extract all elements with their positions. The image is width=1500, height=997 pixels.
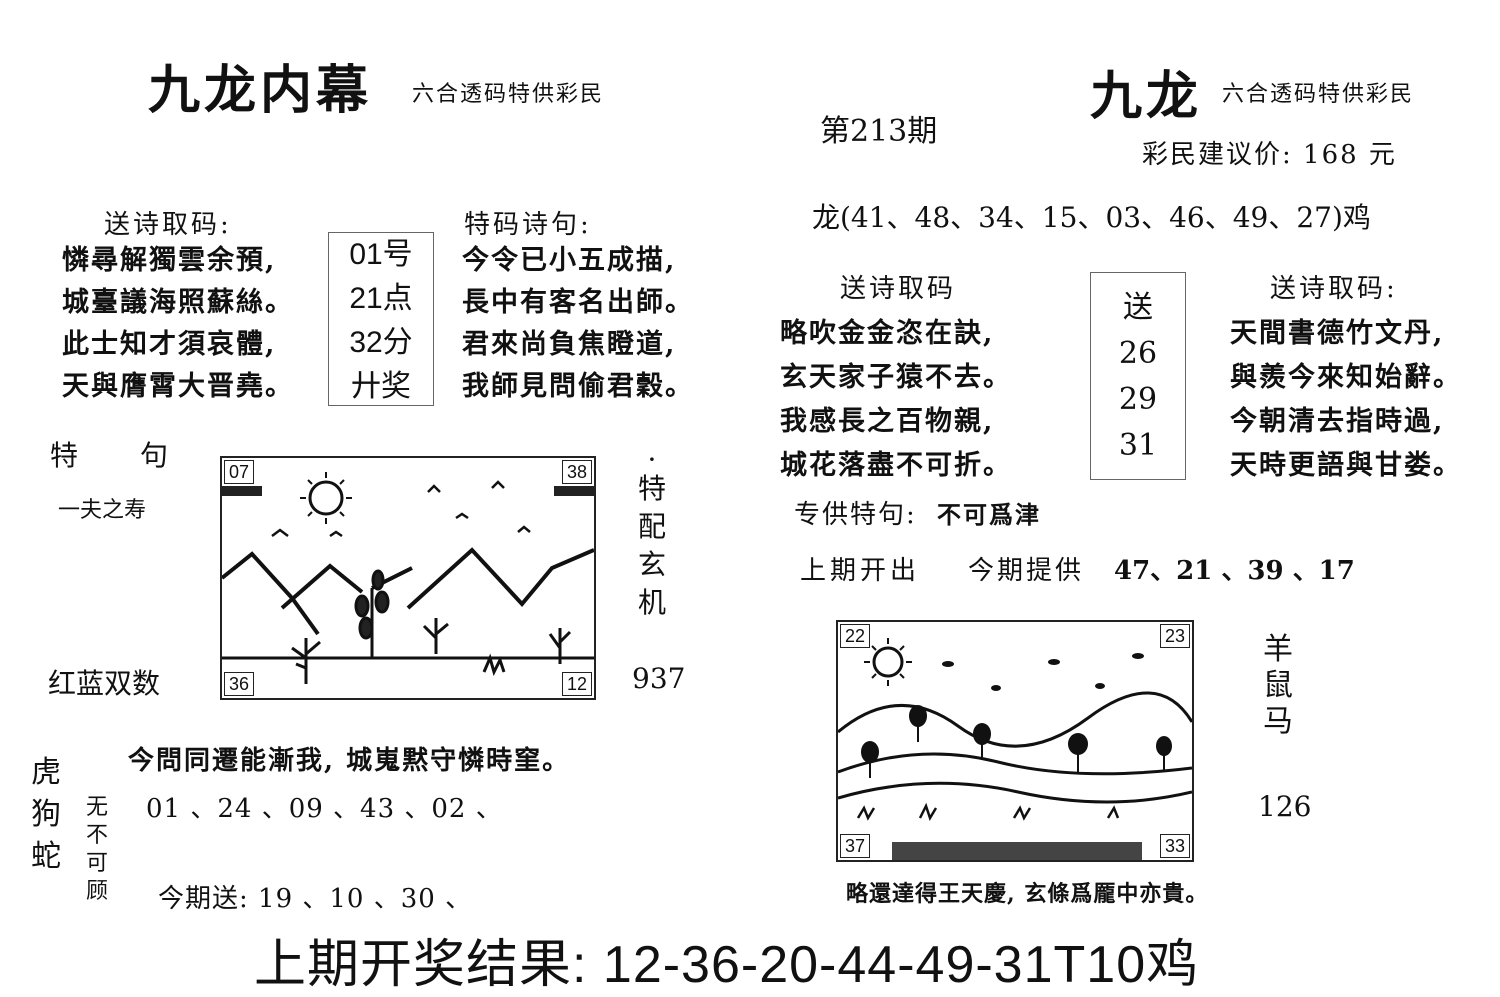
- picture-corner-number: 22: [840, 624, 871, 648]
- no-care-char: 顾: [85, 879, 108, 904]
- red-blue-label: 红蓝双数: [48, 668, 161, 699]
- right-this-issue-numbers: 47、21 、39 、17: [1114, 556, 1355, 586]
- landscape-illustration: [837, 638, 1194, 860]
- side-char: 特: [637, 472, 666, 505]
- right-side-number: 126: [1258, 790, 1312, 823]
- price-text: 彩民建议价: 168 元: [1142, 140, 1397, 170]
- left-poem: 憐尋解獨雲余預, 城臺議海照蘇絲。 此士知才須哀體, 天與膺霄大晋堯。: [62, 240, 294, 408]
- last-issue-label: 上期开出: [800, 556, 921, 586]
- send-box-line: 31: [1118, 428, 1158, 463]
- zodiac-char: 蛇: [31, 839, 61, 874]
- side-char: 配: [637, 510, 666, 543]
- zodiac-char: 鼠: [1263, 668, 1293, 703]
- te-ju-text: 一夫之寿: [58, 498, 147, 523]
- special-poem-line: 今令已小五成描,: [462, 245, 677, 276]
- right-this-issue-label: 今期提供: [968, 556, 1085, 586]
- no-care-char: 无: [85, 795, 108, 820]
- right-picture: 22 23 37 33: [836, 620, 1194, 862]
- right-zodiac-vertical: 羊 鼠 马: [1258, 632, 1298, 740]
- no-care-vertical: 无 不 可 顾: [82, 794, 112, 906]
- right-special: 专供特句: 不可爲津: [794, 494, 1041, 531]
- this-issue-label: 今期送:: [158, 884, 249, 914]
- right-special-label: 专供特句:: [794, 500, 917, 530]
- draw-box-line: 21点: [349, 282, 413, 315]
- picture-corner-number: 07: [224, 460, 255, 484]
- right-poem-a: 略吹金金恣在訣, 玄天家子猿不去。 我感長之百物親, 城花落盡不可折。: [780, 312, 1012, 488]
- last-result: 上期开奖结果: 12-36-20-44-49-31T10鸡: [254, 936, 1200, 994]
- side-char: 玄: [637, 548, 666, 581]
- right-subtitle: 六合透码特供彩民: [1222, 82, 1415, 107]
- right-poem-a-line: 城花落盡不可折。: [780, 450, 1012, 481]
- right-poem-b-line: 天間書德竹文丹,: [1230, 318, 1445, 349]
- draw-box-line: 32分: [349, 326, 413, 359]
- zodiac-vertical: 虎 狗 蛇: [28, 752, 64, 878]
- right-poem-label-a: 送诗取码: [840, 274, 957, 304]
- zodiac-char: 马: [1263, 704, 1293, 739]
- zodiac-char: 狗: [31, 797, 61, 832]
- te-ju-label: 特 句: [50, 439, 171, 472]
- dragon-line: 龙(41、48、34、15、03、46、49、27)鸡: [812, 201, 1371, 234]
- special-poem-line: 我師見問偷君穀。: [462, 371, 694, 402]
- left-subtitle: 六合透码特供彩民: [412, 82, 605, 107]
- side-char: ·: [647, 443, 657, 476]
- picture-corner-number: 23: [1159, 624, 1190, 648]
- draw-box-line: 01号: [349, 238, 413, 271]
- left-picture: 07 38 36 12: [220, 456, 596, 700]
- right-poem-a-line: 略吹金金恣在訣,: [780, 318, 995, 349]
- send-box-line: 29: [1118, 382, 1158, 417]
- no-care-char: 不: [85, 823, 108, 848]
- left-poem-label: 送诗取码:: [104, 210, 232, 240]
- side-char: 机: [637, 586, 666, 619]
- send-box-line: 26: [1118, 336, 1158, 371]
- right-special-text: 不可爲津: [937, 500, 1042, 529]
- right-poem-a-line: 玄天家子猿不去。: [780, 362, 1012, 393]
- right-poem-label-b: 送诗取码:: [1270, 274, 1398, 304]
- left-side-number: 937: [632, 662, 686, 695]
- right-poem-b-line: 與羨今來知始辭。: [1230, 362, 1462, 393]
- right-poem-b-line: 天時更語與甘娄。: [1230, 450, 1462, 481]
- issue-number: 第213期: [820, 114, 938, 149]
- picture-corner-number: 33: [1159, 834, 1190, 858]
- left-side-vertical: · 特 配 玄 机: [632, 443, 672, 622]
- right-poem-b: 天間書德竹文丹, 與羨今來知始辭。 今朝清去指時過, 天時更語與甘娄。: [1230, 312, 1462, 488]
- left-special-poem: 今令已小五成描, 長中有客名出師。 君來尚負焦瞪道, 我師見問偷君穀。: [462, 240, 694, 408]
- right-title: 九龙: [1090, 66, 1203, 127]
- send-box-line: 送: [1123, 290, 1153, 325]
- right-poem-a-line: 我感長之百物親,: [780, 406, 995, 437]
- picture-corner-number: 36: [224, 672, 255, 696]
- right-poem-b-line: 今朝清去指時過,: [1230, 406, 1445, 437]
- left-poem-line: 城臺議海照蘇絲。: [62, 287, 294, 318]
- right-caption: 略還達得王天慶, 玄條爲龎中亦貴。: [846, 881, 1209, 907]
- picture-corner-number: 38: [561, 460, 592, 484]
- left-this-issue: 今期送: 19 、10 、30 、: [158, 878, 472, 915]
- picture-corner-number: 37: [840, 834, 871, 858]
- no-care-char: 可: [85, 851, 108, 876]
- left-special-label: 特码诗句:: [464, 210, 592, 240]
- picture-corner-number: 12: [561, 672, 592, 696]
- left-proverb: 今問同遷能漸我, 城嵬黙守憐時窐。: [128, 746, 571, 776]
- send-box: 送 26 29 31: [1090, 272, 1186, 480]
- zodiac-char: 羊: [1263, 632, 1293, 667]
- draw-box-line: 廾奖: [351, 370, 411, 403]
- landscape-illustration: [220, 472, 595, 684]
- left-poem-line: 此士知才須哀體,: [62, 329, 277, 360]
- left-poem-line: 憐尋解獨雲余預,: [62, 245, 277, 276]
- special-poem-line: 君來尚負焦瞪道,: [462, 329, 677, 360]
- left-title: 九龙内幕: [148, 60, 373, 121]
- left-numbers-line: 01 、24 、09 、43 、02 、: [146, 794, 503, 824]
- this-issue-numbers: 19 、10 、30 、: [258, 884, 473, 914]
- zodiac-char: 虎: [31, 755, 61, 790]
- left-poem-line: 天與膺霄大晋堯。: [62, 371, 294, 402]
- draw-time-box: 01号 21点 32分 廾奖: [328, 232, 434, 406]
- special-poem-line: 長中有客名出師。: [462, 287, 694, 318]
